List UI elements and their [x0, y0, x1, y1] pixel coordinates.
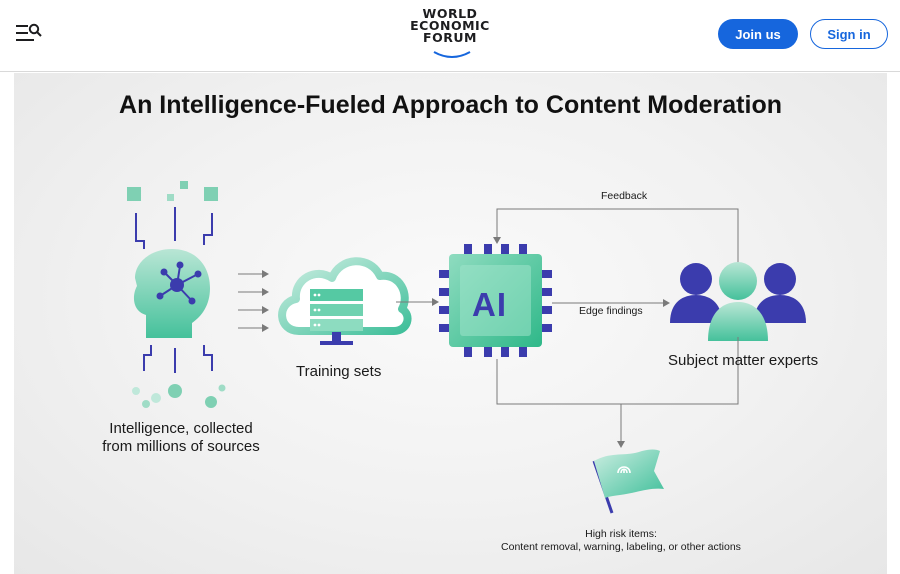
intelligence-label-line1: Intelligence, collected — [109, 420, 253, 437]
intelligence-label-line2: from millions of sources — [102, 438, 260, 455]
intelligence-head-icon — [133, 249, 210, 338]
feedback-label: Feedback — [601, 190, 648, 202]
infographic-title: An Intelligence-Fueled Approach to Conte… — [119, 91, 782, 119]
logo-line-2: ECONOMIC — [410, 18, 490, 33]
action-connector — [496, 337, 739, 405]
high-risk-actions: Content removal, warning, labeling, or o… — [501, 541, 741, 553]
wef-logo[interactable]: WORLD ECONOMIC FORUM — [404, 6, 496, 62]
high-risk-title: High risk items: — [585, 528, 657, 540]
ai-chip-icon — [439, 244, 552, 357]
experts-group-icon — [670, 262, 806, 341]
sign-in-button[interactable]: Sign in — [810, 19, 888, 49]
site-header: WORLD ECONOMIC FORUM Join us Sign in — [0, 0, 900, 72]
ai-chip-label: AI — [472, 286, 507, 323]
content-moderation-infographic: An Intelligence-Fueled Approach to Conte… — [14, 73, 887, 574]
join-us-button[interactable]: Join us — [718, 19, 798, 49]
data-squares-top — [127, 181, 218, 249]
experts-label: Subject matter experts — [668, 352, 819, 369]
data-dots-bottom — [132, 345, 226, 408]
edge-findings-label: Edge findings — [579, 305, 643, 317]
logo-arc-icon — [433, 51, 471, 58]
infographic-diagram — [127, 181, 806, 514]
logo-line-1: WORLD — [422, 6, 478, 21]
feedback-arrow — [493, 208, 739, 263]
cloud-server-icon — [278, 257, 412, 345]
logo-line-3: FORUM — [423, 30, 477, 45]
input-arrows — [238, 270, 269, 332]
flag-icon — [592, 449, 664, 514]
menu-search-icon[interactable] — [14, 22, 44, 44]
training-sets-label: Training sets — [296, 363, 382, 380]
